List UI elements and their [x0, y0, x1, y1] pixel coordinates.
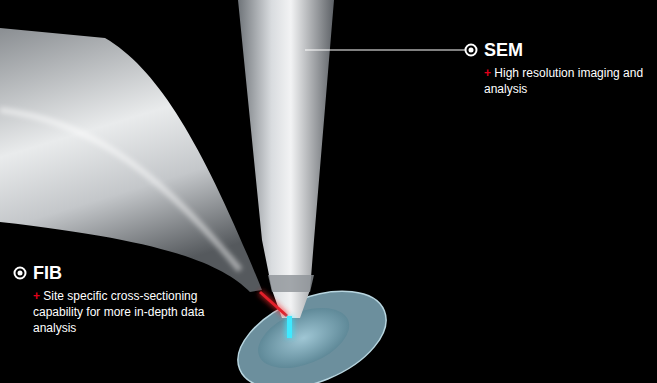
fib-callout: FIB + Site specific cross-sectioning capa…: [33, 262, 248, 336]
callout-description: Site specific cross-sectioning capabilit…: [33, 289, 204, 335]
sem-column: [238, 0, 334, 318]
sem-callout: SEM + High resolution imaging and analysi…: [484, 39, 649, 97]
callout-marker: [15, 268, 26, 279]
fib-column: [0, 28, 262, 292]
ion-beam: [260, 292, 287, 316]
callout-title: FIB: [33, 262, 248, 284]
plus-mark: +: [33, 289, 40, 303]
callout-text: + Site specific cross-sectioning capabil…: [33, 288, 248, 336]
callout-title: SEM: [484, 39, 649, 61]
callout-marker: [466, 45, 477, 56]
callout-text: + High resolution imaging and analysis: [484, 65, 649, 97]
callout-description: High resolution imaging and analysis: [484, 66, 643, 96]
electron-beam: [287, 316, 292, 338]
leader-line: [305, 49, 465, 50]
plus-mark: +: [484, 66, 491, 80]
